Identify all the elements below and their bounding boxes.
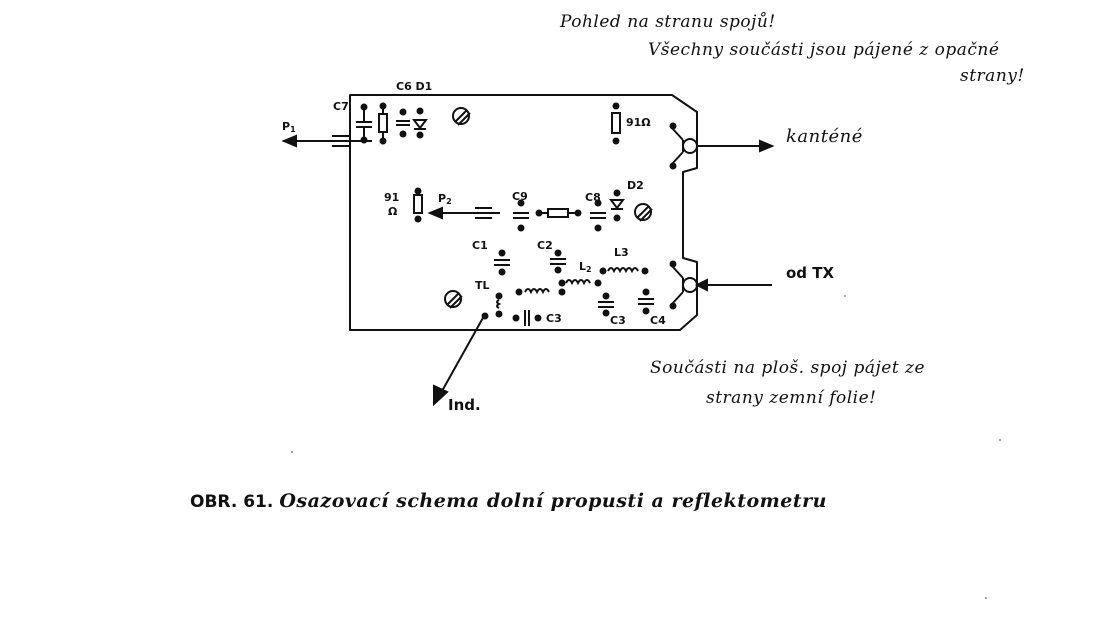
label-c9: C9 (512, 190, 528, 203)
label-c3a: C3 (546, 312, 562, 325)
ind-output (433, 315, 485, 407)
label-c1: C1 (472, 239, 488, 252)
label-c3b: C3 (610, 314, 626, 327)
label-c4: C4 (650, 314, 666, 327)
label-r-mid-val: 91 (384, 191, 400, 204)
board-outline (349, 94, 698, 331)
note-top-line1: Pohled na stranu spojů! (560, 12, 776, 32)
label-c7: C7 (333, 100, 349, 113)
top-components (356, 102, 428, 145)
figure-caption: OBR. 61. Osazovací schema dolní propusti… (190, 490, 827, 512)
label-antenna: kanténé (786, 126, 863, 147)
dust-specks (291, 295, 1001, 599)
tx-connector (669, 260, 772, 310)
label-p2: P2 (438, 192, 452, 206)
lower-components (481, 249, 654, 326)
label-l2: L2 (579, 260, 592, 274)
label-l3: L3 (614, 246, 629, 259)
label-ind: Ind. (448, 396, 481, 414)
note-top-line3: strany! (960, 66, 1025, 86)
caption-prefix: OBR. 61. (190, 492, 274, 512)
middle-components (413, 187, 625, 232)
antenna-connector (669, 122, 775, 170)
label-c2: C2 (537, 239, 553, 252)
r91-top (611, 102, 621, 145)
label-c6d1: C6 D1 (396, 80, 433, 93)
mounting-screws (444, 107, 653, 309)
label-c8: C8 (585, 191, 601, 204)
note-bottom-line2: strany zemní folie! (706, 388, 877, 408)
p1-output (281, 134, 372, 148)
note-bottom-line1: Součásti na ploš. spoj pájet ze (650, 358, 926, 378)
label-d2: D2 (627, 179, 644, 192)
label-r-top: 91Ω (626, 116, 651, 129)
caption-text: Osazovací schema dolní propusti a reflek… (279, 490, 827, 512)
label-tl: TL (475, 279, 490, 292)
note-top-line2: Všechny součásti jsou pájené z opačné (648, 40, 1000, 60)
label-tx: od TX (786, 264, 835, 282)
label-p1: P1 (282, 120, 296, 134)
label-r-mid-unit: Ω (388, 205, 398, 218)
